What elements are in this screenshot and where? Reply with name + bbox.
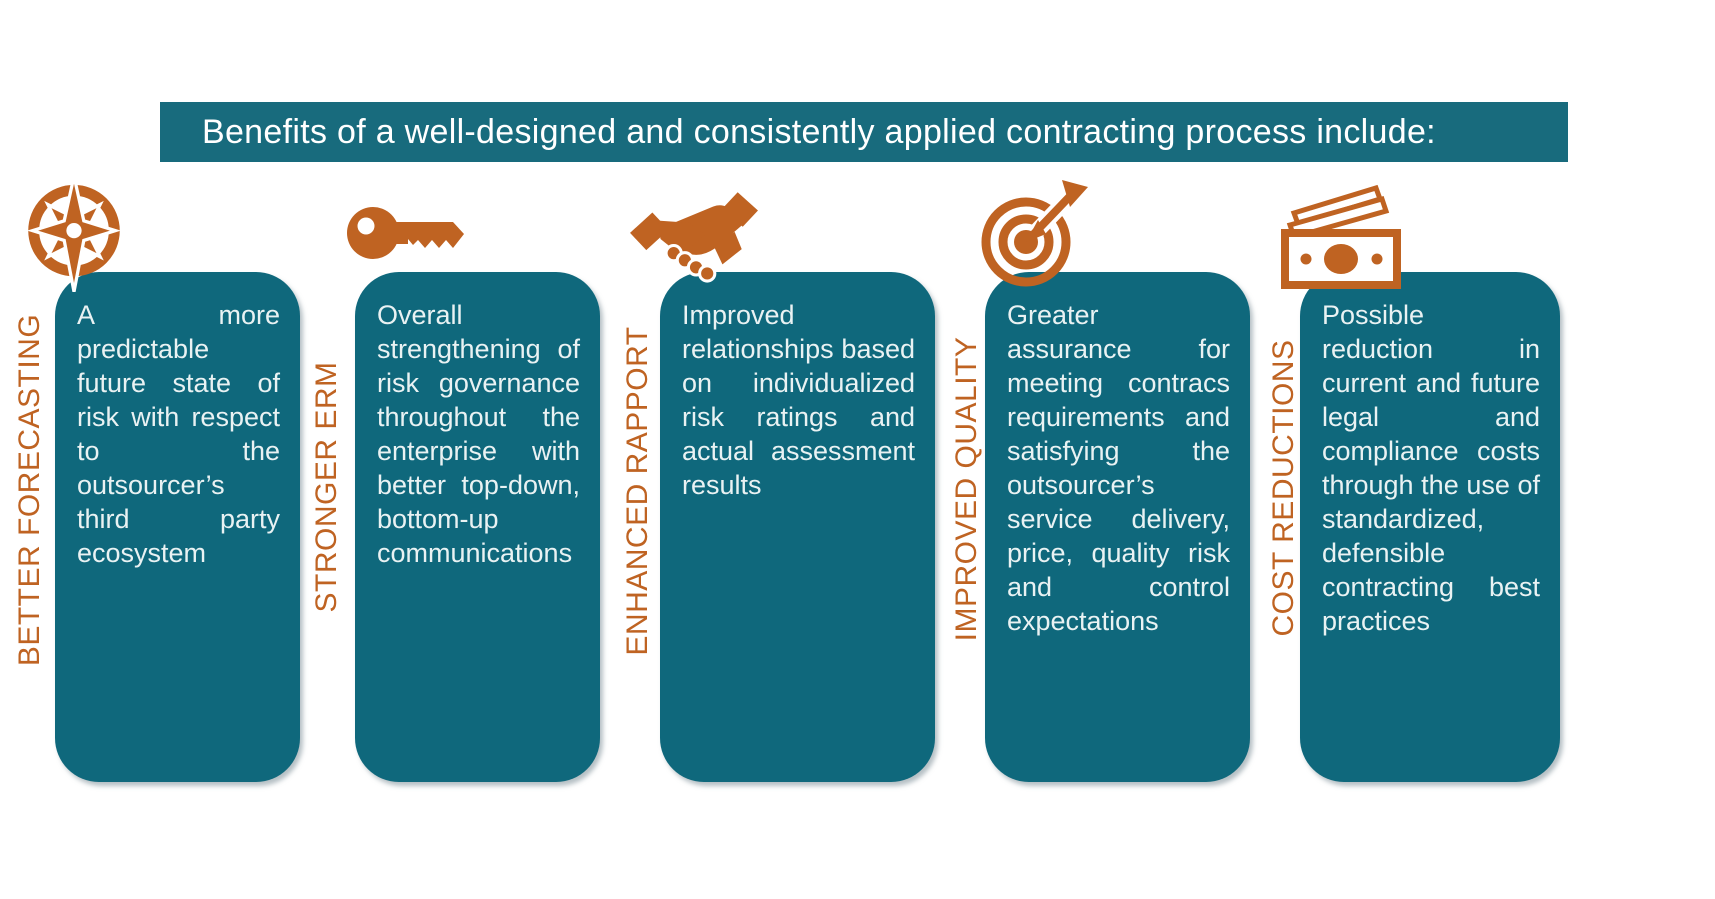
benefit-text: A more predictable future state of risk … [77, 300, 280, 568]
target-icon [981, 180, 1088, 287]
money-icon [1281, 184, 1401, 289]
benefit-text: Greater assurance for meeting contracs r… [1007, 300, 1230, 636]
benefit-card-cost: Possible reduction in current and future… [1300, 272, 1560, 782]
compass-icon [27, 175, 121, 292]
benefit-text: Improved relationships based on individu… [682, 300, 915, 500]
column-label-stronger-erm: STRONGER ERM [310, 361, 343, 613]
benefit-text: Overall strengthening of risk governance… [377, 300, 580, 568]
title-banner: Benefits of a well-designed and consiste… [160, 102, 1568, 162]
column-label-better-forecasting: BETTER FORECASTING [13, 313, 46, 667]
column-label-cost-reductions: COST REDUCTIONS [1267, 339, 1300, 637]
page-title: Benefits of a well-designed and consiste… [202, 112, 1436, 151]
benefit-card-erm: Overall strengthening of risk governance… [355, 272, 600, 782]
benefit-text: Possible reduction in current and future… [1322, 300, 1540, 636]
column-label-enhanced-rapport: ENHANCED RAPPORT [621, 326, 654, 656]
benefit-card-rapport: Improved relationships based on individu… [660, 272, 935, 782]
handshake-icon [630, 192, 758, 283]
benefit-card-quality: Greater assurance for meeting contracs r… [985, 272, 1250, 782]
column-label-improved-quality: IMPROVED QUALITY [950, 336, 983, 642]
benefit-card-forecasting: A more predictable future state of risk … [55, 272, 300, 782]
key-icon [347, 207, 464, 259]
